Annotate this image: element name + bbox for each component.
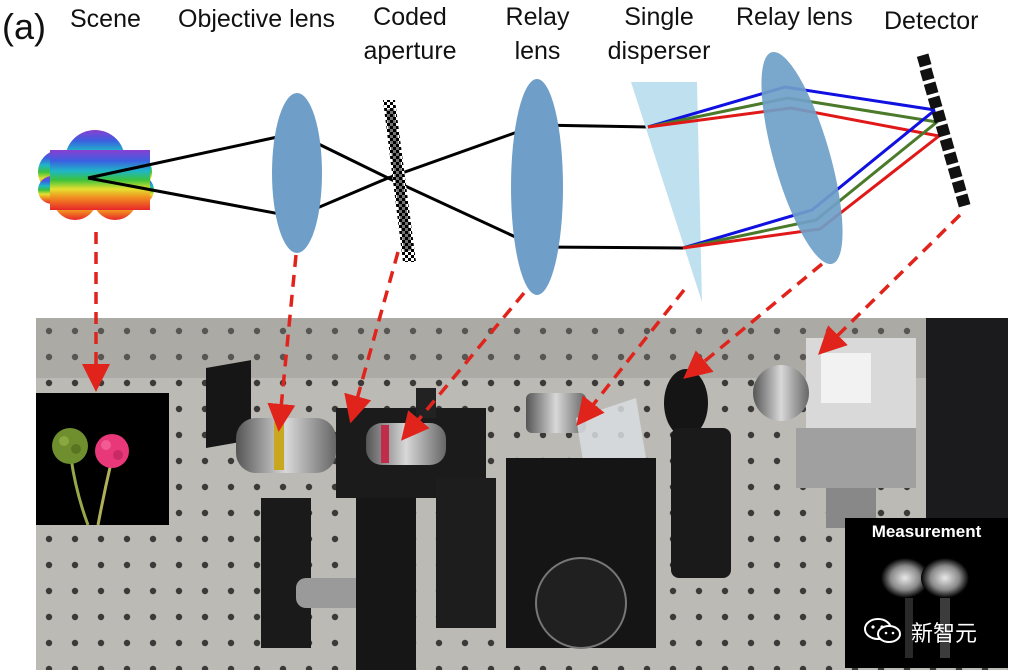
measurement-title: Measurement — [871, 522, 982, 541]
label-disperser: disperser — [607, 37, 711, 65]
prism-stage — [506, 393, 656, 649]
measurement-blob-right — [921, 558, 969, 598]
label-relay-2: Relay lens — [736, 3, 853, 31]
scene-photo-inset — [36, 393, 169, 526]
watermark-text: 新智元 — [911, 622, 978, 647]
label-aperture: aperture — [363, 37, 457, 65]
relay-lens-2-shape — [761, 51, 843, 265]
label-relay-1-lens: lens — [514, 37, 561, 65]
label-detector: Detector — [884, 7, 979, 35]
relay-lens-2-mount — [664, 369, 731, 578]
main-rays — [87, 123, 684, 250]
objective-mount — [206, 360, 366, 648]
measurement-inset: Measurement 新智元 — [845, 518, 1008, 668]
label-objective-lens: Objective lens — [178, 5, 336, 33]
detector-shape — [916, 53, 971, 208]
wechat-icon — [864, 618, 901, 643]
objective-lens-shape — [272, 93, 322, 253]
panel-label: (a) — [2, 6, 46, 47]
label-relay-1: Relay — [505, 3, 570, 31]
flower-photo — [36, 393, 169, 526]
label-coded: Coded — [373, 3, 447, 31]
label-scene: Scene — [70, 5, 141, 33]
scene-cloud-icon — [38, 130, 154, 220]
measurement-blob-left — [881, 558, 929, 598]
coded-aperture-shape — [383, 100, 416, 262]
label-single: Single — [624, 3, 694, 31]
relay-lens-1-shape — [511, 79, 563, 295]
